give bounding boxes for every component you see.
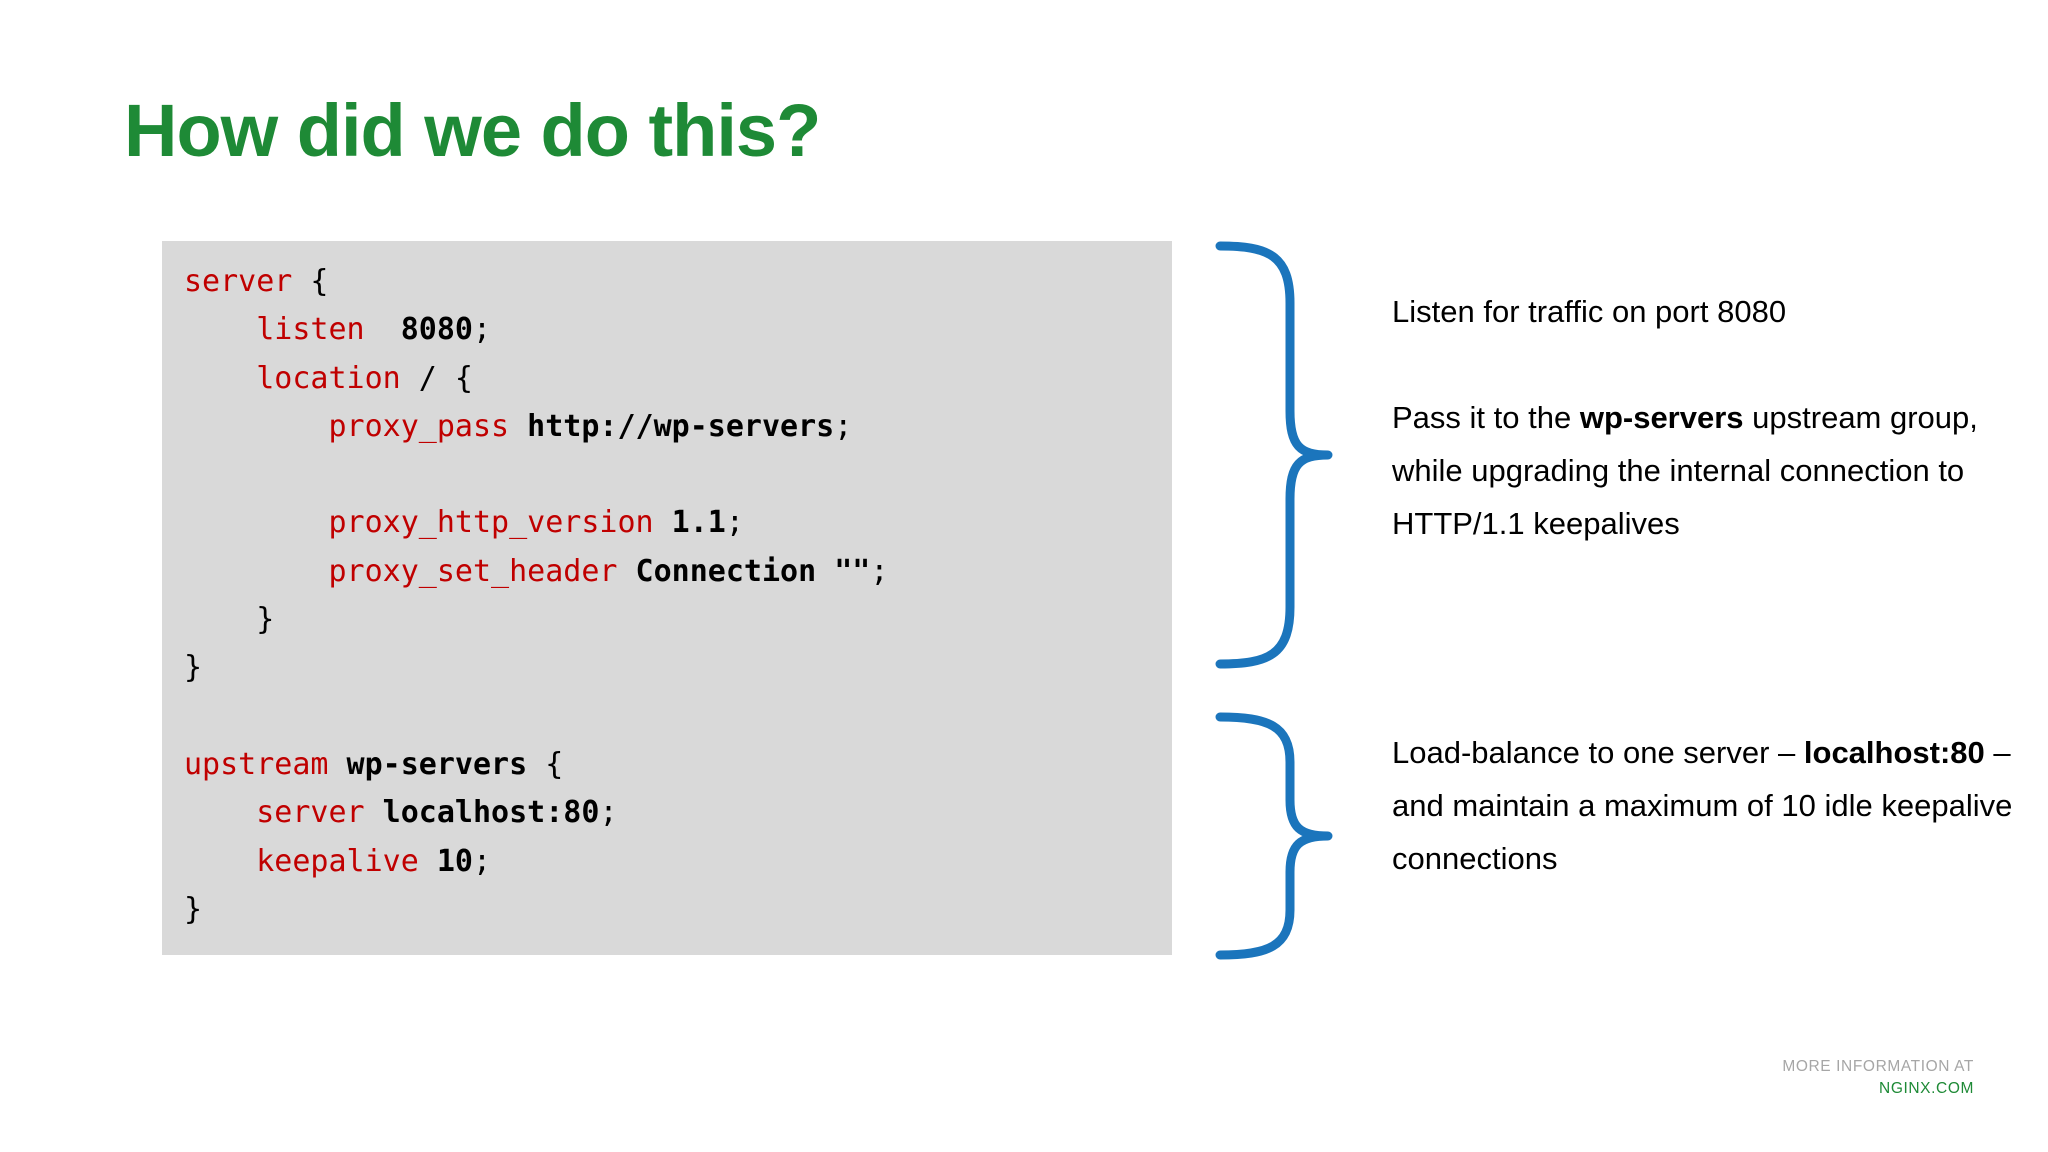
code-punctuation: } xyxy=(256,602,275,638)
code-line: proxy_http_version 1.1; xyxy=(184,499,888,547)
code-directive: upstream xyxy=(184,746,329,782)
nginx-config-code: server { listen 8080; location / { proxy… xyxy=(184,258,888,934)
code-value: 10 xyxy=(418,843,473,879)
code-punctuation: ; xyxy=(473,843,492,879)
code-line: server { xyxy=(184,258,888,306)
footer-more-information-label: MORE INFORMATION AT xyxy=(1782,1058,1974,1075)
code-line xyxy=(184,693,888,741)
annotation-text: – and maintain a maximum of 10 idle keep… xyxy=(1392,735,2013,876)
code-punctuation: { xyxy=(292,264,329,299)
code-directive: proxy_pass xyxy=(328,408,510,444)
code-line: } xyxy=(184,644,888,692)
page-title: How did we do this? xyxy=(124,89,821,172)
annotation-paragraph: Pass it to the wp-servers upstream group… xyxy=(1392,391,2032,550)
code-line: location / { xyxy=(184,355,888,403)
code-punctuation: { xyxy=(527,746,564,782)
code-value: localhost:80 xyxy=(364,795,600,831)
code-directive: location xyxy=(256,360,401,396)
code-directive: proxy_set_header xyxy=(328,553,618,589)
code-punctuation: ; xyxy=(725,505,744,541)
code-indent xyxy=(184,505,329,540)
code-value: 8080 xyxy=(364,312,473,348)
annotation-emphasis: wp-servers xyxy=(1579,400,1744,435)
annotation-emphasis: localhost:80 xyxy=(1803,735,1985,770)
code-value: http://wp-servers xyxy=(509,408,835,444)
code-directive: server xyxy=(256,795,365,831)
code-indent xyxy=(184,361,256,396)
annotation-text: Load-balance to one server – xyxy=(1392,735,1804,770)
annotation-text: Listen for traffic on port 8080 xyxy=(1392,294,1787,329)
code-value: Connection "" xyxy=(617,553,871,589)
code-punctuation: ; xyxy=(834,408,853,444)
code-line: server localhost:80; xyxy=(184,789,888,837)
code-line: keepalive 10; xyxy=(184,838,888,886)
code-line: upstream wp-servers { xyxy=(184,741,888,789)
code-punctuation: } xyxy=(184,650,203,686)
code-directive: proxy_http_version xyxy=(328,505,654,541)
annotation-spacer xyxy=(1392,338,2032,391)
code-punctuation: ; xyxy=(870,553,889,589)
code-directive: keepalive xyxy=(256,843,419,879)
code-punctuation: / { xyxy=(400,360,473,396)
code-line: } xyxy=(184,886,888,934)
code-value: 1.1 xyxy=(653,505,726,541)
code-block-panel: server { listen 8080; location / { proxy… xyxy=(162,241,1172,955)
code-value: wp-servers xyxy=(328,746,528,782)
code-line: } xyxy=(184,596,888,644)
code-directive: listen xyxy=(256,312,365,348)
annotation-paragraph: Load-balance to one server – localhost:8… xyxy=(1392,726,2032,885)
code-punctuation: } xyxy=(184,891,203,927)
footer-nginx-link[interactable]: NGINX.COM xyxy=(1879,1080,1974,1097)
annotation-text: upstream group, while upgrading the inte… xyxy=(1392,400,1978,541)
footer: MORE INFORMATION AT NGINX.COM xyxy=(1782,1056,1974,1100)
annotation-upstream-block: Load-balance to one server – localhost:8… xyxy=(1392,726,2032,885)
code-line: proxy_pass http://wp-servers; xyxy=(184,403,888,451)
annotation-text: Pass it to the xyxy=(1392,400,1580,435)
brace-server-block xyxy=(1215,241,1336,669)
code-indent xyxy=(184,409,329,444)
code-directive: server xyxy=(184,264,293,299)
code-line: listen 8080; xyxy=(184,306,888,354)
code-indent xyxy=(184,312,256,347)
code-punctuation: ; xyxy=(473,312,492,348)
code-indent xyxy=(184,602,256,637)
code-punctuation: ; xyxy=(599,795,618,831)
code-line: proxy_set_header Connection ""; xyxy=(184,548,889,596)
code-indent xyxy=(184,844,256,879)
annotation-paragraph: Listen for traffic on port 8080 xyxy=(1392,285,2032,338)
code-line xyxy=(184,451,888,499)
code-indent xyxy=(184,554,329,589)
code-indent xyxy=(184,795,256,830)
brace-upstream-block xyxy=(1215,712,1336,960)
